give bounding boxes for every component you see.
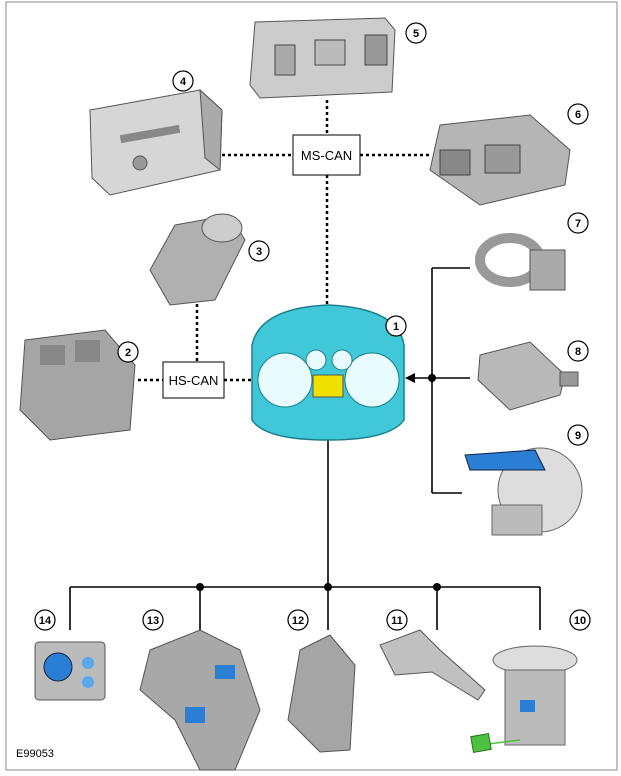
callout-2: 2 [117, 341, 139, 363]
callout-number: 1 [393, 321, 399, 333]
module-4-audio-unit [89, 88, 223, 196]
component-13-pedal-assembly [139, 629, 261, 771]
callout-number: 9 [575, 430, 581, 442]
module-5-smart-junction-box [249, 17, 396, 99]
diagram-frame [5, 1, 618, 771]
hardwired-lines [69, 267, 541, 630]
callout-number: 10 [574, 615, 586, 627]
component-10-fuel-pump-unit [470, 645, 578, 754]
callout-number: 8 [575, 346, 581, 358]
callout-13: 13 [142, 609, 164, 631]
hs-can-box: HS-CAN [162, 361, 225, 399]
callout-9: 9 [567, 424, 589, 446]
callout-5: 5 [405, 22, 427, 44]
ms-can-label: MS-CAN [301, 148, 352, 163]
component-7-ignition-transceiver [475, 233, 566, 291]
component-11-sensor [379, 629, 486, 701]
callout-number: 13 [147, 615, 159, 627]
callout-number: 4 [180, 76, 187, 88]
component-12-module [287, 634, 356, 753]
module-6-airbag-control [429, 114, 571, 206]
module-2-engine-control [19, 329, 136, 441]
callout-number: 7 [575, 218, 581, 230]
junction-dots [196, 374, 441, 591]
callout-number: 2 [125, 347, 131, 359]
callout-10: 10 [569, 609, 591, 631]
ms-can-box: MS-CAN [292, 134, 361, 176]
hs-can-label: HS-CAN [169, 373, 219, 388]
callout-3: 3 [248, 240, 270, 262]
callout-7: 7 [567, 212, 589, 234]
component-9-multifunction-switch [464, 447, 583, 536]
component-14-light-switch [34, 641, 106, 701]
figure-reference: E99053 [16, 748, 54, 760]
callout-6: 6 [567, 103, 589, 125]
callout-1: 1 [385, 315, 407, 337]
module-3-power-steering-pump [149, 213, 246, 306]
callout-4: 4 [172, 70, 194, 92]
callout-11: 11 [386, 609, 408, 631]
callout-number: 11 [391, 615, 403, 627]
callout-8: 8 [567, 340, 589, 362]
module-1-instrument-cluster [251, 304, 405, 441]
can-bus-lines [138, 100, 432, 382]
callout-number: 3 [256, 246, 262, 258]
callout-number: 14 [39, 615, 52, 627]
callout-number: 5 [413, 28, 419, 40]
callout-number: 6 [575, 109, 581, 121]
callout-14: 14 [34, 609, 56, 631]
callout-12: 12 [287, 609, 309, 631]
component-8-switch [477, 341, 579, 411]
callout-number: 12 [292, 615, 304, 627]
